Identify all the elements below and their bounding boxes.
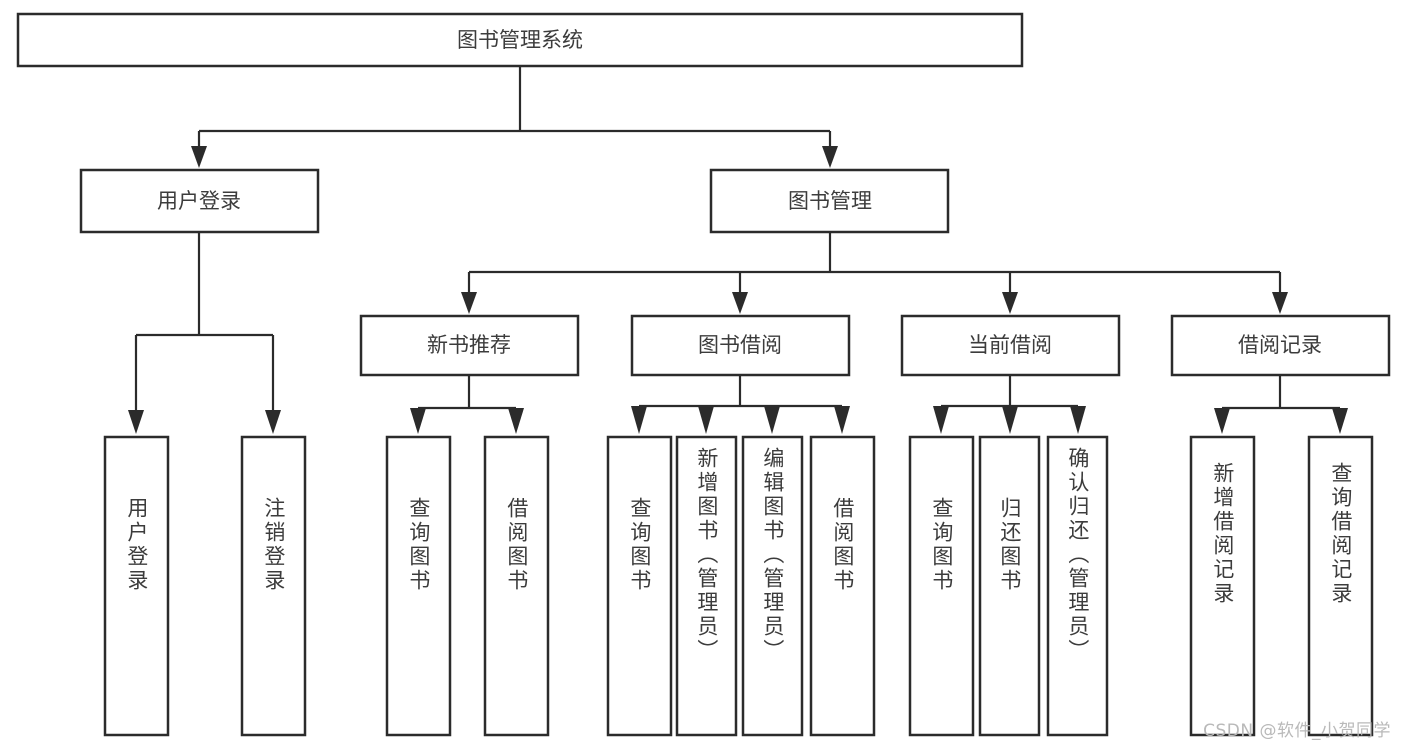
node-root-system[interactable]: 图书管理系统 [16, 12, 1024, 68]
node-book-borrow[interactable]: 图书借阅 [630, 314, 851, 377]
user-login-label: 用户登录 [157, 189, 241, 213]
arrow-to-user-login [191, 146, 207, 168]
connector-current-borrow-to-leaves [933, 375, 1086, 434]
leaf-edit-book-box[interactable] [741, 435, 804, 737]
leaf-borrow-book-1-box[interactable] [483, 435, 550, 737]
leaf-confirm-return-box[interactable] [1046, 435, 1109, 737]
new-book-recommend-label: 新书推荐 [427, 333, 511, 357]
arrow-to-leaf-confirm-return [1070, 406, 1086, 434]
connector-borrow-record-to-leaves [1214, 375, 1348, 434]
node-user-login[interactable]: 用户登录 [79, 168, 320, 234]
connector-book-borrow-to-leaves [631, 375, 850, 434]
arrow-to-book-manage [822, 146, 838, 168]
arrow-to-leaf-borrow-book-2 [834, 406, 850, 434]
arrow-to-leaf-query-book-1 [410, 408, 426, 434]
book-manage-label: 图书管理 [788, 189, 872, 213]
leaf-add-record-box[interactable] [1189, 435, 1256, 737]
arrow-to-current-borrow [1002, 292, 1018, 314]
node-borrow-record[interactable]: 借阅记录 [1170, 314, 1391, 377]
connector-user-login-to-leaves [128, 232, 281, 434]
leaf-query-book-3-box[interactable] [908, 435, 975, 737]
user-login-box [79, 168, 320, 234]
borrow-record-label: 借阅记录 [1238, 333, 1322, 357]
current-borrow-box [900, 314, 1121, 377]
new-book-recommend-box [359, 314, 580, 377]
arrow-to-leaf-add-record [1214, 408, 1230, 434]
root-system-label: 图书管理系统 [457, 28, 583, 52]
arrow-to-leaf-user-login [128, 410, 144, 434]
root-system-box [16, 12, 1024, 68]
book-borrow-label: 图书借阅 [698, 333, 782, 357]
arrow-to-borrow-record [1272, 292, 1288, 314]
leaf-user-login-box[interactable] [103, 435, 170, 737]
connector-book-manage-to-level3 [461, 232, 1288, 314]
node-book-manage[interactable]: 图书管理 [709, 168, 950, 234]
connector-root-to-level2 [191, 66, 838, 168]
arrow-to-leaf-edit-book [764, 406, 780, 434]
leaf-add-book-box[interactable] [675, 435, 738, 737]
leaf-user-logout-box[interactable] [240, 435, 307, 737]
leaf-query-book-1-box[interactable] [385, 435, 452, 737]
leaf-query-book-2-box[interactable] [606, 435, 673, 737]
current-borrow-label: 当前借阅 [968, 333, 1052, 357]
arrow-to-leaf-add-book [698, 406, 714, 434]
node-current-borrow[interactable]: 当前借阅 [900, 314, 1121, 377]
leaf-query-record-box[interactable] [1307, 435, 1374, 737]
arrow-to-leaf-query-book-2 [631, 406, 647, 434]
arrow-to-leaf-query-book-3 [933, 406, 949, 434]
arrow-to-leaf-user-logout [265, 410, 281, 434]
arrow-to-leaf-query-record [1332, 408, 1348, 434]
arrow-to-new-book-recommend [461, 292, 477, 314]
arrow-to-book-borrow [732, 292, 748, 314]
connector-new-book-recommend-to-leaves [410, 375, 524, 434]
node-new-book-recommend[interactable]: 新书推荐 [359, 314, 580, 377]
leaf-borrow-book-2-box[interactable] [809, 435, 876, 737]
arrow-to-leaf-borrow-book-1 [508, 408, 524, 434]
arrow-to-leaf-return-book [1002, 406, 1018, 434]
leaf-return-book-box[interactable] [978, 435, 1041, 737]
